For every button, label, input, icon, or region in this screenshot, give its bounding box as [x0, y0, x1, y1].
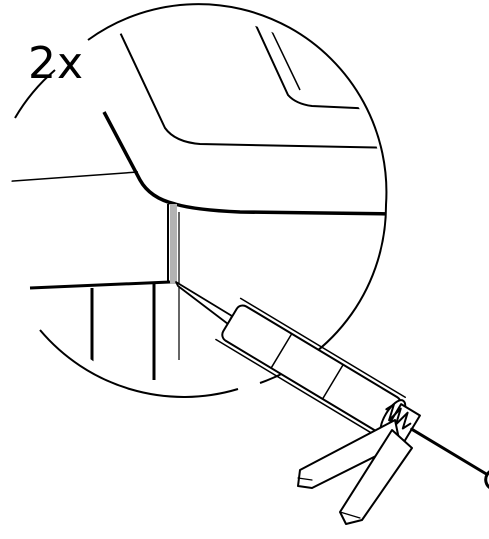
spring [385, 403, 412, 430]
upper-tray-inner-edge [247, 17, 386, 111]
quantity-label: 2x [28, 38, 85, 89]
plunger-ring [484, 468, 489, 492]
cartridge [221, 304, 402, 434]
plunger-rod [410, 427, 489, 477]
upper-tray-edge [117, 27, 386, 149]
nozzle [175, 281, 233, 325]
gun-trigger [339, 429, 413, 525]
detail-circle [14, 3, 388, 398]
wall-line [10, 171, 139, 183]
tub-rim [102, 111, 386, 216]
caulking-gun-icon [175, 281, 489, 525]
sealant-strip [170, 204, 177, 284]
floor-line [29, 280, 171, 290]
